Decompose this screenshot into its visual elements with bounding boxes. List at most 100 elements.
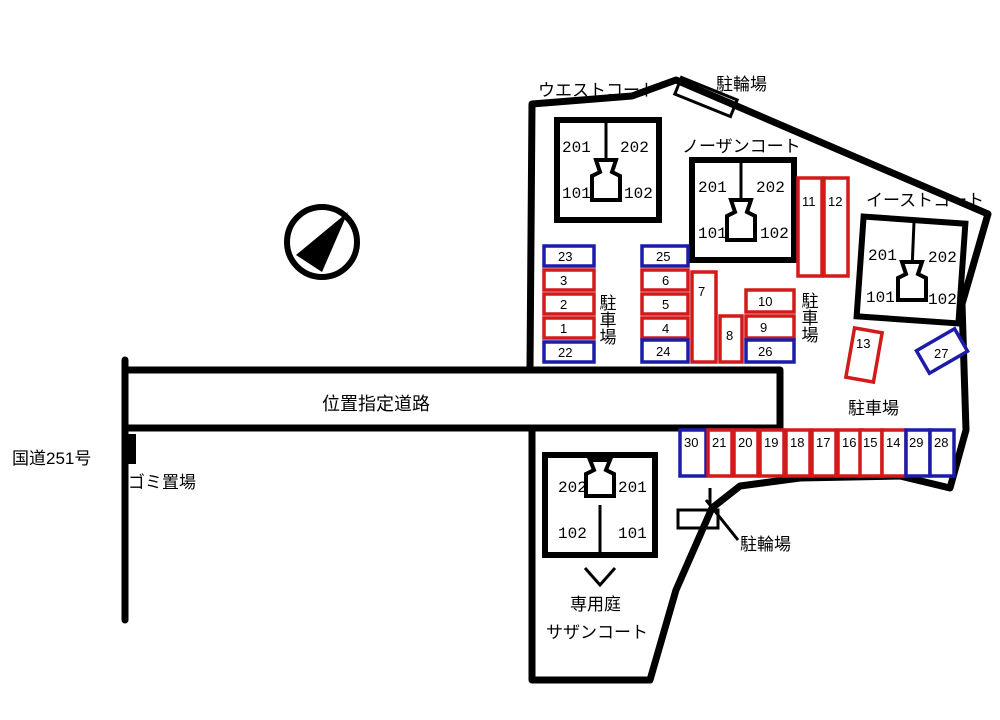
parking-slot-25 — [640, 244, 690, 268]
slot-label-15: 15 — [863, 435, 877, 450]
slot-label-20: 20 — [738, 435, 752, 450]
building-west — [554, 117, 662, 223]
west-unit-101: 101 — [562, 185, 591, 203]
slot-label-6: 6 — [662, 273, 669, 288]
east-unit-201: 201 — [868, 247, 897, 265]
east-unit-102: 102 — [928, 291, 957, 309]
slot-label-4: 4 — [662, 321, 669, 336]
parking-slot-27 — [914, 326, 970, 376]
parking-slot-5 — [640, 292, 690, 316]
road-edge — [121, 366, 784, 432]
slot-label-10: 10 — [758, 294, 772, 309]
building-east — [853, 213, 969, 327]
parking-slot-12 — [822, 176, 850, 278]
parking-slot-19 — [758, 428, 786, 478]
svg-text:駐車場: 駐車場 — [799, 292, 819, 344]
slot-label-7: 7 — [698, 284, 705, 299]
parking-slot-24 — [640, 338, 690, 364]
west-unit-202: 202 — [620, 139, 649, 157]
parking-slot-16 — [836, 428, 864, 478]
parking-slot-11 — [796, 176, 824, 278]
north-unit-102: 102 — [760, 225, 789, 243]
south-unit-101: 101 — [618, 525, 647, 543]
parking-slot-20 — [732, 428, 760, 478]
slot-label-9: 9 — [760, 320, 767, 335]
slot-label-3: 3 — [560, 273, 567, 288]
slot-label-24: 24 — [656, 344, 670, 359]
slot-label-21: 21 — [712, 435, 726, 450]
slot-label-12: 12 — [828, 194, 842, 209]
slot-label-8: 8 — [726, 328, 733, 343]
north-court-label: ノーザンコート — [682, 137, 801, 156]
slot-label-16: 16 — [842, 435, 856, 450]
north-unit-201: 201 — [698, 179, 727, 197]
property-boundary — [526, 76, 992, 684]
parking-slot-2 — [542, 292, 596, 316]
north-arrow-icon — [284, 204, 360, 280]
slot-label-2: 2 — [560, 297, 567, 312]
private-garden-label: 専用庭 — [570, 595, 621, 614]
garbage-label: ゴミ置場 — [128, 472, 196, 492]
slot-label-26: 26 — [758, 344, 772, 359]
south-court-label: サザンコート — [546, 623, 648, 642]
parking-slot-26 — [744, 338, 796, 364]
slot-label-11: 11 — [802, 194, 816, 209]
parking-slot-30 — [678, 428, 708, 478]
garbage-area — [128, 434, 136, 464]
bicycle-parking-top-label: 駐輪場 — [716, 75, 767, 94]
parking-slot-4 — [640, 316, 690, 340]
south-unit-102: 102 — [558, 525, 587, 543]
slot-label-19: 19 — [764, 435, 778, 450]
slot-label-5: 5 — [662, 297, 669, 312]
slot-label-28: 28 — [934, 435, 948, 450]
parking-slot-3 — [542, 268, 596, 292]
parking-left-label: 駐車場 — [597, 294, 617, 346]
national-road-label: 国道251号 — [12, 449, 91, 468]
slot-label-17: 17 — [816, 435, 830, 450]
parking-slot-9 — [744, 314, 796, 340]
slot-label-13: 13 — [856, 336, 870, 351]
south-unit-202: 202 — [558, 479, 587, 497]
bicycle-parking-bottom-label: 駐輪場 — [740, 535, 791, 554]
parking-slot-17 — [810, 428, 838, 478]
west-unit-201: 201 — [562, 139, 591, 157]
south-unit-201: 201 — [618, 479, 647, 497]
bicycle-parking-top — [672, 75, 740, 119]
slot-label-29: 29 — [909, 435, 923, 450]
west-court-label: ウエストコート — [538, 81, 657, 100]
parking-slot-8 — [718, 314, 744, 364]
parking-slot-7 — [690, 270, 718, 364]
parking-slot-6 — [640, 268, 690, 292]
east-unit-101: 101 — [866, 289, 895, 307]
north-unit-202: 202 — [756, 179, 785, 197]
parking-slot-1 — [542, 316, 596, 340]
bicycle-access-lines — [704, 488, 740, 541]
slot-label-18: 18 — [790, 435, 804, 450]
parking-slot-13 — [843, 325, 885, 385]
east-unit-202: 202 — [928, 249, 957, 267]
parking-slot-21 — [706, 428, 734, 478]
slot-label-30: 30 — [684, 435, 698, 450]
slot-label-25: 25 — [656, 249, 670, 264]
west-unit-102: 102 — [624, 185, 653, 203]
building-south — [542, 452, 658, 588]
parking-right-label: 駐車場 — [848, 399, 899, 418]
slot-label-23: 23 — [558, 249, 572, 264]
bicycle-parking-bottom — [676, 508, 720, 530]
parking-mid-label: 駐車場 — [799, 292, 819, 344]
building-north — [689, 157, 797, 263]
parking-slot-22 — [542, 340, 596, 364]
parking-slot-18 — [784, 428, 812, 478]
slot-label-22: 22 — [558, 345, 572, 360]
parking-slot-28 — [928, 428, 956, 478]
slot-label-27: 27 — [934, 346, 948, 361]
slot-label-1: 1 — [560, 321, 567, 336]
parking-slot-23 — [542, 244, 596, 268]
north-unit-101: 101 — [698, 225, 727, 243]
east-court-label: イーストコート — [866, 191, 984, 210]
road-label: 位置指定道路 — [322, 394, 430, 414]
parking-slot-10 — [744, 288, 796, 314]
slot-label-14: 14 — [886, 435, 900, 450]
